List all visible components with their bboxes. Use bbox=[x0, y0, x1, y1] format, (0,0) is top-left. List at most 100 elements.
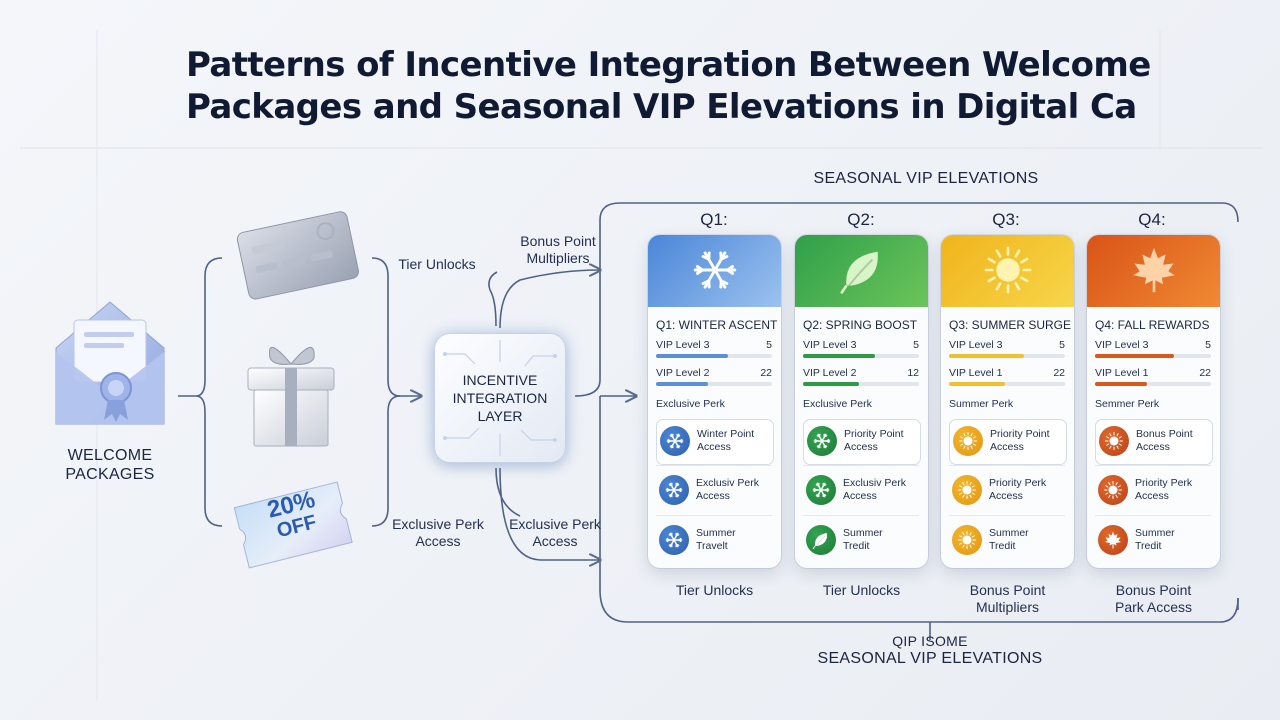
vip-level-track bbox=[1095, 382, 1211, 386]
perk-heading: Semmer Perk bbox=[1095, 398, 1160, 410]
vip-level-value: 5 bbox=[766, 339, 772, 351]
page-title: Patterns of Incentive Integration Betwee… bbox=[186, 45, 1151, 127]
bonus-line1: Bonus Point bbox=[520, 233, 596, 249]
seasonal-vip-title: SEASONAL VIP ELEVATIONS bbox=[813, 170, 1039, 187]
perk-divider bbox=[949, 515, 1065, 516]
snowflake-icon bbox=[807, 426, 837, 456]
card-header bbox=[648, 235, 781, 307]
snowflake-icon bbox=[659, 525, 689, 555]
perk-heading: Exclusive Perk bbox=[656, 398, 725, 410]
quarter-label-q3: Q3: bbox=[992, 210, 1020, 229]
vip-level-name: VIP Level 3 bbox=[949, 339, 1003, 351]
perk-divider bbox=[1095, 515, 1211, 516]
snowflake-icon bbox=[659, 475, 689, 505]
label-exclusive-perk-right: Exclusive Perk Access bbox=[503, 516, 607, 550]
sun-icon bbox=[952, 525, 982, 555]
vip-level-name: VIP Level 3 bbox=[1095, 339, 1149, 351]
welcome-line2: PACKAGES bbox=[65, 466, 155, 483]
maple-leaf-icon bbox=[1098, 525, 1128, 555]
vip-level-fill bbox=[656, 354, 728, 358]
vip-level-value: 5 bbox=[913, 339, 919, 351]
vip-level-name: VIP Level 1 bbox=[949, 367, 1003, 379]
vip-level-value: 22 bbox=[1053, 367, 1065, 379]
vip-level-track bbox=[803, 382, 919, 386]
perk-divider bbox=[803, 465, 919, 466]
bottom-line2: SEASONAL VIP ELEVATIONS bbox=[817, 650, 1043, 667]
vip-level-name: VIP Level 3 bbox=[656, 339, 710, 351]
bonus-line2: Multipliers bbox=[526, 250, 590, 266]
vip-level-fill bbox=[1095, 354, 1174, 358]
layer-line3: LAYER bbox=[477, 408, 523, 424]
vip-level-fill bbox=[656, 382, 708, 386]
leaf-icon bbox=[806, 525, 836, 555]
card-header bbox=[1087, 235, 1220, 307]
vip-level-value: 22 bbox=[760, 367, 772, 379]
sun-icon bbox=[1099, 426, 1129, 456]
snowflake-icon bbox=[660, 426, 690, 456]
label-exclusive-perk-left: Exclusive Perk Access bbox=[386, 516, 490, 550]
vip-level-track bbox=[656, 354, 772, 358]
quarter-label-q1: Q1: bbox=[700, 210, 728, 229]
welcome-line1: WELCOME bbox=[67, 447, 153, 464]
quarter-label-q4: Q4: bbox=[1138, 210, 1166, 229]
excl-right-line2: Access bbox=[532, 533, 578, 549]
vip-level-name: VIP Level 1 bbox=[1095, 367, 1149, 379]
vip-level-value: 12 bbox=[907, 367, 919, 379]
vip-level-fill bbox=[949, 382, 1005, 386]
card-header bbox=[941, 235, 1074, 307]
maple-leaf-icon bbox=[1128, 244, 1180, 296]
sun-icon bbox=[982, 244, 1034, 296]
perk-heading: Summer Perk bbox=[949, 398, 1014, 410]
vip-level-name: VIP Level 2 bbox=[803, 367, 857, 379]
discount-voucher-icon bbox=[233, 481, 353, 569]
card-title: Q2: SPRING BOOST bbox=[803, 318, 918, 332]
vip-level-track bbox=[949, 354, 1065, 358]
perk-divider bbox=[656, 465, 772, 466]
sun-icon bbox=[1098, 475, 1128, 505]
integration-layer-chip: INCENTIVE INTEGRATION LAYER bbox=[434, 333, 566, 463]
vip-level-track bbox=[1095, 354, 1211, 358]
gift-box-icon bbox=[247, 347, 335, 447]
sun-icon bbox=[953, 426, 983, 456]
vip-level-name: VIP Level 2 bbox=[656, 367, 710, 379]
credit-card-icon bbox=[236, 211, 359, 300]
envelope-icon bbox=[55, 301, 165, 425]
perk-divider bbox=[1095, 465, 1211, 466]
bottom-label: QIP ISOME SEASONAL VIP ELEVATIONS bbox=[780, 632, 1080, 668]
card-header bbox=[795, 235, 928, 307]
excl-left-line1: Exclusive Perk bbox=[392, 516, 484, 532]
vip-level-value: 5 bbox=[1059, 339, 1065, 351]
vip-level-fill bbox=[803, 354, 875, 358]
layer-line2: INTEGRATION bbox=[452, 390, 548, 406]
integration-layer-label: INCENTIVE INTEGRATION LAYER bbox=[435, 371, 565, 425]
vip-level-value: 5 bbox=[1205, 339, 1211, 351]
vip-level-value: 22 bbox=[1199, 367, 1211, 379]
sun-icon bbox=[952, 475, 982, 505]
perk-divider bbox=[803, 515, 919, 516]
quarter-label-q2: Q2: bbox=[847, 210, 875, 229]
